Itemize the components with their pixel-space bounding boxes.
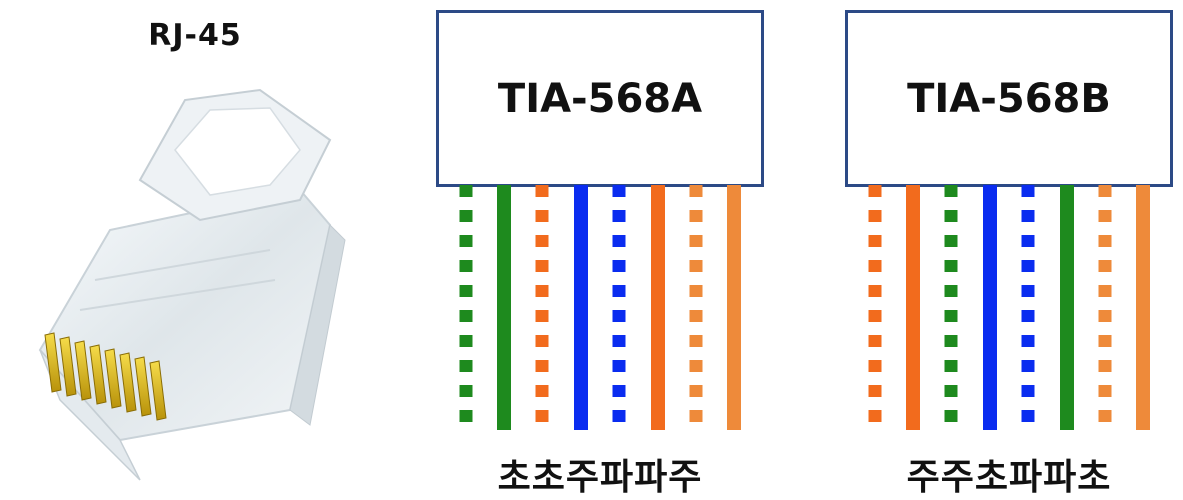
tia-568a-wires (459, 185, 741, 430)
tia-568a-label: TIA-568A (497, 75, 703, 122)
tia-568a-mnemonic: 초초주파파주 (497, 457, 703, 498)
rj45-title: RJ-45 (148, 18, 242, 53)
connector-pin-7 (134, 356, 152, 417)
connector-pin-5 (104, 348, 122, 409)
tia-568b-label: TIA-568B (907, 75, 1111, 122)
connector-pin-1 (44, 332, 62, 393)
rj45-connector-image (38, 88, 346, 481)
tia-568a-box: TIA-568A (436, 10, 764, 187)
connector-pin-2 (59, 336, 77, 397)
connector-pin-6 (119, 352, 137, 413)
tia-568b-mnemonic: 주주초파파초 (906, 457, 1112, 498)
connector-pin-4 (89, 344, 107, 405)
tia-568b-box: TIA-568B (845, 10, 1173, 187)
connector-pin-8 (149, 360, 167, 421)
connector-pin-3 (74, 340, 92, 401)
tia-568b-wires (868, 185, 1150, 430)
